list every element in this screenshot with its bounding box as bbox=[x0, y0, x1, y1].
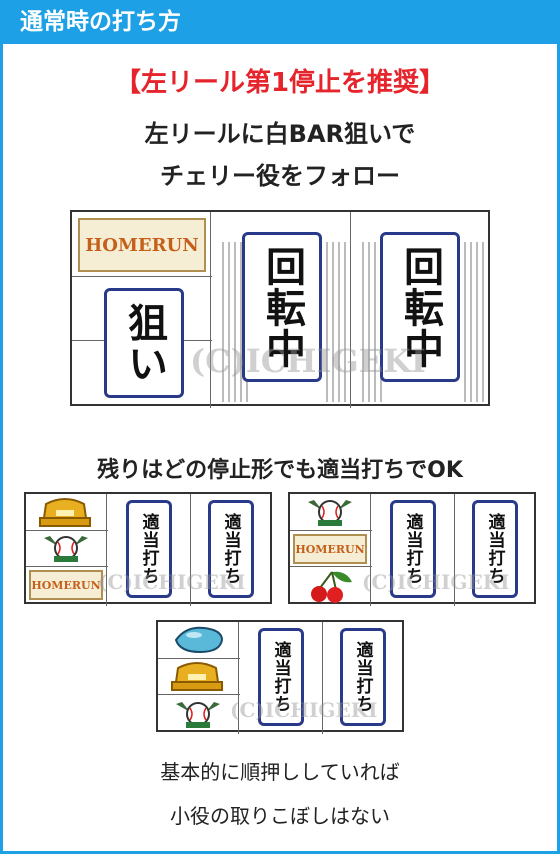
instruction-line-2: チェリー役をフォロー bbox=[160, 162, 400, 190]
reel-blur bbox=[362, 242, 382, 402]
random-label-box: 適当打ち bbox=[340, 628, 386, 726]
cherry-icon bbox=[306, 568, 356, 604]
watermark: (C)ICHIGEKI bbox=[362, 570, 510, 594]
random-label-box: 適当打ち bbox=[126, 500, 172, 598]
homerun-symbol: HOMERUN bbox=[78, 218, 206, 272]
random-label: 適当打ち bbox=[484, 513, 505, 585]
spin-label: 回転中 bbox=[397, 245, 443, 369]
instruction-line-1: 左リールに白BAR狙いで bbox=[144, 120, 416, 148]
random-label: 適当打ち bbox=[270, 641, 291, 713]
random-label: 適当打ち bbox=[352, 641, 373, 713]
main-reel-window: HOMERUN 狙い 回転中 回転中 (C)ICHIGEKI bbox=[70, 210, 490, 408]
random-label-box: 適当打ち bbox=[472, 500, 518, 598]
watermark: (C)ICHIGEKI bbox=[98, 570, 246, 594]
random-label-box: 適当打ち bbox=[258, 628, 304, 726]
spin-label: 回転中 bbox=[259, 245, 305, 369]
reel-blur bbox=[326, 242, 348, 402]
homerun-symbol: HOMERUN bbox=[293, 534, 367, 564]
watermark: (C)ICHIGEKI bbox=[230, 698, 378, 722]
aim-label: 狙い bbox=[121, 302, 167, 384]
replay-baseball-icon bbox=[304, 496, 356, 528]
reel-blur bbox=[464, 242, 486, 402]
bell-icon bbox=[166, 660, 228, 692]
recommend-title: 【左リール第1停止を推奨】 bbox=[114, 68, 446, 98]
random-label: 適当打ち bbox=[402, 513, 423, 585]
replay-baseball-icon bbox=[40, 532, 92, 564]
spin-label-box-right: 回転中 bbox=[380, 232, 460, 382]
plum-icon bbox=[172, 624, 226, 656]
replay-baseball-icon bbox=[172, 698, 224, 730]
bell-icon bbox=[34, 496, 96, 528]
section2-title: 残りはどの停止形でも適当打ちでOK bbox=[97, 458, 463, 483]
random-label: 適当打ち bbox=[220, 513, 241, 585]
random-label-box: 適当打ち bbox=[390, 500, 436, 598]
homerun-symbol: HOMERUN bbox=[29, 570, 103, 600]
small-reel-a: HOMERUN 適当打ち 適当打ち (C)ICHIGEKI bbox=[24, 492, 272, 606]
page-header: 通常時の打ち方 bbox=[0, 0, 560, 44]
footer-line-1: 基本的に順押ししていれば bbox=[160, 760, 400, 784]
small-reel-c: 適当打ち 適当打ち (C)ICHIGEKI bbox=[156, 620, 404, 734]
watermark: (C)ICHIGEKI bbox=[190, 342, 426, 380]
small-reel-b: HOMERUN 適当打ち 適当打ち (C)ICHIGEKI bbox=[288, 492, 536, 606]
footer-line-2: 小役の取りこぼしはない bbox=[170, 804, 390, 828]
spin-label-box-center: 回転中 bbox=[242, 232, 322, 382]
random-label-box: 適当打ち bbox=[208, 500, 254, 598]
random-label: 適当打ち bbox=[138, 513, 159, 585]
aim-label-box: 狙い bbox=[104, 288, 184, 398]
